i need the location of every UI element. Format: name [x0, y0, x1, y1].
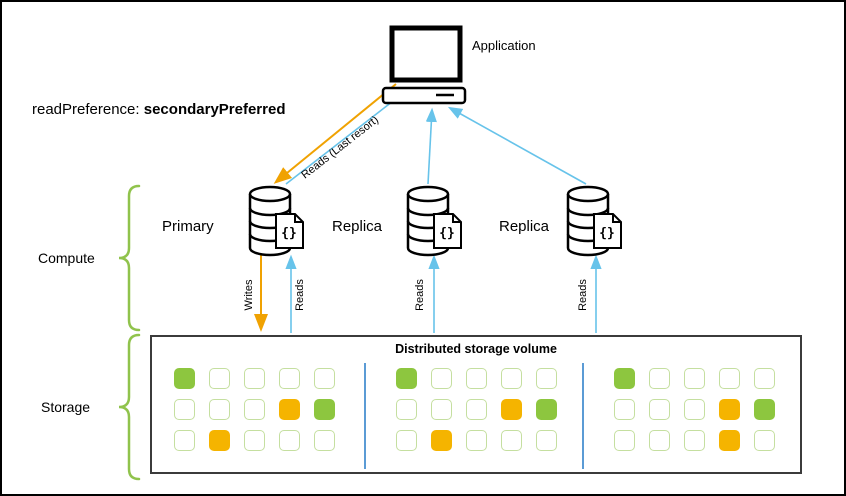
reads-label-replica2: Reads — [577, 279, 589, 311]
storage-block-empty — [466, 368, 487, 389]
reads-last-resort-arrow — [285, 89, 408, 185]
storage-block-empty — [536, 430, 557, 451]
application-icon — [381, 25, 467, 105]
storage-block-row — [174, 399, 335, 420]
writes-arrow-app-to-primary — [273, 83, 397, 184]
read-preference-value: secondaryPreferred — [143, 101, 286, 118]
replica1-db-icon: {} — [406, 185, 462, 257]
storage-block-empty — [244, 368, 265, 389]
storage-block-empty — [501, 368, 522, 389]
storage-block-empty — [754, 430, 775, 451]
read-preference-text: readPreference: secondaryPreferred — [32, 101, 286, 118]
writes-label: Writes — [243, 279, 255, 310]
storage-block-empty — [209, 368, 230, 389]
storage-block-row — [396, 399, 557, 420]
storage-volume-title: Distributed storage volume — [395, 342, 557, 356]
storage-block-empty — [501, 430, 522, 451]
storage-block-orange — [501, 399, 522, 420]
storage-block-empty — [174, 399, 195, 420]
storage-block-empty — [244, 399, 265, 420]
primary-db-icon: {} — [248, 185, 304, 257]
storage-block-empty — [466, 430, 487, 451]
storage-block-empty — [396, 430, 417, 451]
storage-block-empty — [314, 368, 335, 389]
primary-node-label: Primary — [162, 218, 214, 235]
storage-block-empty — [396, 399, 417, 420]
reads-arrow-replica2-to-app — [447, 106, 587, 185]
storage-block-orange — [431, 430, 452, 451]
storage-block-empty — [536, 368, 557, 389]
storage-block-empty — [684, 399, 705, 420]
storage-block-empty — [614, 430, 635, 451]
storage-block-green — [614, 368, 635, 389]
storage-block-group — [174, 368, 335, 461]
storage-block-empty — [684, 430, 705, 451]
storage-block-orange — [279, 399, 300, 420]
storage-segment-divider — [582, 363, 584, 469]
storage-block-empty — [279, 368, 300, 389]
storage-block-orange — [719, 430, 740, 451]
distributed-storage-volume-box: Distributed storage volume — [150, 335, 802, 474]
storage-block-empty — [244, 430, 265, 451]
storage-block-row — [614, 368, 775, 389]
application-label: Application — [472, 38, 536, 53]
reads-last-resort-label: Reads (Last resort) — [299, 114, 381, 181]
storage-block-group — [614, 368, 775, 461]
reads-label-replica1: Reads — [414, 279, 426, 311]
reads-label-primary: Reads — [294, 279, 306, 311]
storage-block-row — [396, 368, 557, 389]
storage-block-row — [174, 368, 335, 389]
read-preference-label: readPreference: — [32, 101, 140, 118]
storage-block-empty — [279, 430, 300, 451]
storage-block-empty — [649, 399, 670, 420]
storage-block-row — [396, 430, 557, 451]
storage-block-empty — [649, 368, 670, 389]
storage-block-empty — [431, 399, 452, 420]
storage-block-empty — [431, 368, 452, 389]
json-braces-icon: {} — [281, 226, 297, 241]
storage-block-green — [754, 399, 775, 420]
storage-block-empty — [684, 368, 705, 389]
storage-segment-divider — [364, 363, 366, 469]
storage-block-green — [314, 399, 335, 420]
replica2-node-label: Replica — [499, 218, 550, 235]
storage-block-empty — [314, 430, 335, 451]
storage-block-empty — [754, 368, 775, 389]
storage-block-green — [174, 368, 195, 389]
storage-block-empty — [649, 430, 670, 451]
json-braces-icon: {} — [439, 226, 455, 241]
storage-block-green — [396, 368, 417, 389]
storage-block-orange — [209, 430, 230, 451]
storage-block-green — [536, 399, 557, 420]
compute-brace — [118, 184, 141, 332]
storage-block-empty — [209, 399, 230, 420]
storage-block-orange — [719, 399, 740, 420]
storage-block-empty — [174, 430, 195, 451]
storage-block-empty — [719, 368, 740, 389]
storage-block-row — [614, 430, 775, 451]
reads-arrow-replica1-to-app — [425, 107, 437, 185]
storage-section-label: Storage — [41, 399, 91, 415]
storage-block-empty — [466, 399, 487, 420]
replica2-db-icon: {} — [566, 185, 622, 257]
replica1-node-label: Replica — [332, 218, 383, 235]
storage-block-row — [174, 430, 335, 451]
compute-section-label: Compute — [38, 250, 95, 266]
storage-block-empty — [614, 399, 635, 420]
storage-block-group — [396, 368, 557, 461]
json-braces-icon: {} — [599, 226, 615, 241]
storage-brace — [118, 333, 141, 481]
storage-block-row — [614, 399, 775, 420]
